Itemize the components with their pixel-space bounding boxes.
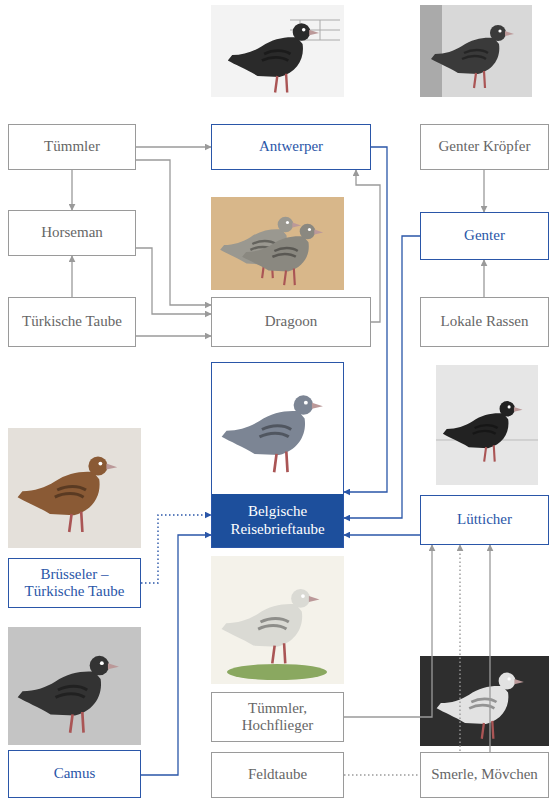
smerle-picture — [420, 656, 549, 746]
breed-box: Türkische Taube — [8, 297, 136, 347]
breed-box: Smerle, Mövchen — [420, 752, 549, 798]
breed-name: Lütticher — [453, 511, 516, 528]
breed-box: Genter — [420, 212, 549, 260]
title-band: Belgische Reisebrieftaube — [212, 494, 343, 547]
breed-name: Dragoon — [261, 313, 322, 330]
lineage-arrow — [344, 545, 460, 775]
lineage-arrow — [136, 160, 211, 305]
bruesseler-picture — [8, 428, 141, 548]
lineage-arrow — [141, 535, 211, 775]
breed-name: Feldtaube — [244, 766, 311, 783]
breed-box: Horseman — [8, 210, 136, 256]
lineage-arrow — [141, 515, 211, 583]
genter-kroepfer-picture — [420, 5, 532, 97]
breed-box: Brüsseler – Türkische Taube — [8, 558, 141, 608]
breed-name: Türkische Taube — [18, 313, 126, 330]
lineage-arrow — [344, 236, 420, 518]
breed-box: Lütticher — [420, 495, 549, 545]
breed-name: Horseman — [37, 224, 107, 241]
lineage-arrow — [71, 256, 72, 297]
luetticher-picture — [436, 365, 538, 485]
lineage-arrow — [136, 146, 211, 147]
breed-name: Genter — [460, 227, 509, 244]
breed-name: Genter Kröpfer — [434, 138, 534, 155]
lineage-arrow — [136, 335, 211, 336]
dragoon-picture — [211, 197, 344, 290]
result-box: Belgische Reisebrieftaube — [211, 362, 344, 548]
camus-picture — [8, 627, 141, 745]
lineage-arrow — [344, 534, 420, 535]
belgian-pigeon-picture — [222, 395, 323, 472]
breed-name: Tümmler — [40, 138, 104, 155]
breed-name: Antwerper — [255, 138, 327, 155]
lineage-arrow — [489, 545, 490, 752]
breed-name: Lokale Rassen — [437, 313, 533, 330]
antwerper-picture — [211, 5, 344, 97]
breed-box: Tümmler, Hochflieger — [211, 692, 344, 742]
lineage-arrow — [71, 170, 72, 210]
breed-box: Camus — [8, 750, 141, 798]
lineage-arrow — [136, 248, 211, 314]
breed-name: Tümmler, Hochflieger — [212, 700, 343, 735]
breed-name: Camus — [50, 765, 100, 782]
breed-box: Feldtaube — [211, 752, 344, 798]
breed-box: Dragoon — [211, 297, 371, 347]
lineage-arrow — [483, 260, 484, 297]
breed-box: Antwerper — [211, 124, 371, 170]
breed-name: Smerle, Mövchen — [427, 766, 542, 783]
breed-name: Belgische Reisebrieftaube — [212, 503, 343, 538]
lineage-arrow — [483, 170, 484, 212]
breed-box: Tümmler — [8, 124, 136, 170]
hochflieger-picture — [211, 556, 344, 684]
breed-name: Brüsseler – Türkische Taube — [9, 566, 140, 601]
breed-box: Genter Kröpfer — [420, 124, 549, 170]
breed-box: Lokale Rassen — [420, 297, 549, 347]
lineage-arrow — [344, 545, 432, 717]
